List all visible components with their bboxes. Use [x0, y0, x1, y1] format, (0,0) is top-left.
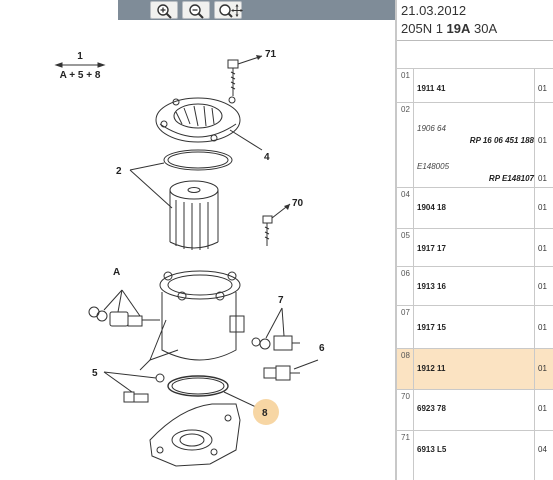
- part-row-02[interactable]: 02 1906 64 RP 16 06 451 188 01 E148005 R…: [397, 102, 553, 187]
- part-ref: 1917 17: [417, 244, 446, 253]
- callout-a[interactable]: A: [113, 267, 120, 278]
- part-qty: 01: [538, 282, 547, 291]
- part-qty: 01: [538, 84, 547, 93]
- part-row-04[interactable]: 04 1904 18 01: [397, 187, 553, 228]
- zoom-out-icon: [189, 4, 204, 19]
- part-index: 07: [401, 308, 410, 317]
- zoom-out-button[interactable]: [182, 1, 210, 19]
- part-index: 71: [401, 433, 410, 442]
- part-ref: 1906 64: [417, 124, 446, 133]
- model-engine-code: 19A: [446, 21, 471, 36]
- oe-ref: RP E148107: [488, 174, 534, 183]
- oe-ref: RP 16 06 451 188: [469, 136, 534, 145]
- part-row-01[interactable]: 01 1911 41 01: [397, 68, 553, 102]
- part-ref: E148005: [417, 162, 450, 171]
- part-qty: 01: [538, 174, 547, 183]
- part-row-05[interactable]: 05 1917 17 01: [397, 228, 553, 266]
- part-index: 02: [401, 105, 410, 114]
- part-index: 04: [401, 190, 410, 199]
- part-qty: 04: [538, 445, 547, 454]
- part-row-06[interactable]: 06 1913 16 01: [397, 266, 553, 305]
- header-rule: [397, 40, 553, 41]
- part-qty: 01: [538, 136, 547, 145]
- fuel-filter-drawing: 1 A + 5 + 8 71 4 2 70 A 7 6 5 8: [54, 49, 325, 467]
- panel-divider[interactable]: [395, 0, 397, 480]
- part-qty: 01: [538, 244, 547, 253]
- assembly-formula: A + 5 + 8: [60, 70, 101, 81]
- callout-8-highlight[interactable]: [253, 399, 279, 425]
- part-ref: 1917 15: [417, 323, 446, 332]
- part-index: 06: [401, 269, 410, 278]
- part-ref: 1911 41: [417, 84, 446, 93]
- part-index: 01: [401, 71, 410, 80]
- part-row-70[interactable]: 70 6923 78 01: [397, 389, 553, 430]
- part-ref: 6923 78: [417, 404, 446, 413]
- model-suffix: 30A: [474, 21, 498, 36]
- model-prefix: 205N 1: [401, 21, 443, 36]
- part-row-08[interactable]: 08 1912 11 01: [397, 348, 553, 389]
- callout-7[interactable]: 7: [278, 295, 284, 306]
- part-qty: 01: [538, 364, 547, 373]
- catalog-date: 21.03.2012: [401, 3, 467, 18]
- callout-5[interactable]: 5: [92, 368, 98, 379]
- part-row-07[interactable]: 07 1917 15 01: [397, 305, 553, 348]
- part-index: 70: [401, 392, 410, 401]
- part-qty: 01: [538, 404, 547, 413]
- part-index: 08: [401, 351, 410, 360]
- toolbar: [0, 0, 395, 20]
- part-qty: 01: [538, 203, 547, 212]
- parts-panel: 21.03.2012 205N 1 19A 30A 01 1911 41 01 …: [397, 0, 553, 480]
- part-ref: 6913 L5: [417, 445, 447, 454]
- vehicle-model-code: 205N 1 19A 30A: [401, 21, 497, 36]
- zoom-fit-icon: [219, 4, 243, 18]
- callout-71[interactable]: 71: [265, 49, 277, 60]
- part-ref: 1913 16: [417, 282, 446, 291]
- assembly-number: 1: [77, 51, 83, 62]
- callout-4[interactable]: 4: [264, 152, 270, 163]
- exploded-diagram[interactable]: 1 A + 5 + 8 71 4 2 70 A 7 6 5 8: [0, 20, 395, 480]
- zoom-fit-button[interactable]: [214, 1, 243, 19]
- part-row-71[interactable]: 71 6913 L5 04: [397, 430, 553, 480]
- zoom-in-icon: [157, 4, 172, 19]
- callout-2[interactable]: 2: [116, 166, 122, 177]
- callout-8[interactable]: 8: [262, 408, 268, 419]
- zoom-in-button[interactable]: [150, 1, 178, 19]
- callout-70[interactable]: 70: [292, 198, 304, 209]
- part-ref: 1912 11: [417, 364, 446, 373]
- part-index: 05: [401, 231, 410, 240]
- callout-6[interactable]: 6: [319, 343, 325, 354]
- part-qty: 01: [538, 323, 547, 332]
- part-ref: 1904 18: [417, 203, 446, 212]
